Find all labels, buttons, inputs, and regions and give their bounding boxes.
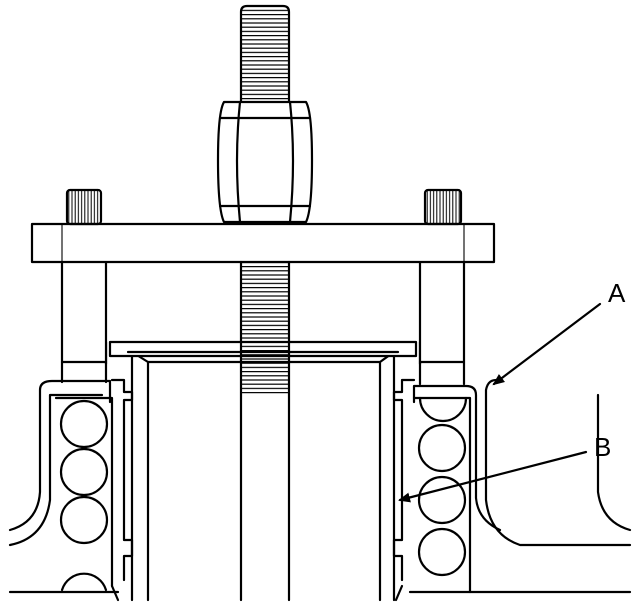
ball-right-1 <box>418 396 468 423</box>
leg-left <box>60 244 108 364</box>
center-rod <box>239 4 291 602</box>
ball-right-2 <box>417 423 467 473</box>
rod-thread-mid <box>241 262 289 394</box>
ball-right-3 <box>417 475 467 525</box>
bolt-left <box>65 188 103 226</box>
step-left <box>110 378 134 582</box>
bolt-right <box>423 188 463 226</box>
ball-left-2 <box>59 447 109 497</box>
callout-a-label: A <box>608 278 626 308</box>
edge-right <box>394 584 404 602</box>
callout-b: B <box>398 432 611 503</box>
ball-left-3 <box>59 495 109 545</box>
flange-left-outer <box>8 379 112 532</box>
callout-a-leader <box>492 302 602 386</box>
rod-thread-top <box>241 8 289 104</box>
bolt-left-knurl <box>67 190 101 224</box>
nut-facets <box>235 100 295 224</box>
bridge-bar <box>30 222 496 264</box>
ball-left-4 <box>60 572 108 592</box>
callout-b-leader <box>398 450 588 503</box>
leg-right <box>418 244 466 364</box>
hex-nut <box>216 100 314 224</box>
bridge-bolts <box>65 188 463 226</box>
callout-b-label: B <box>594 432 611 462</box>
nut-chamfers <box>218 116 312 208</box>
ball-left-1 <box>59 399 109 449</box>
flange-left-inner <box>8 393 104 547</box>
rod-top-outline <box>239 4 291 106</box>
flange-right-outer <box>484 378 632 547</box>
rod-shank <box>239 260 291 602</box>
race-right <box>408 396 472 594</box>
nut-body <box>216 100 314 224</box>
housing-assembly <box>8 378 632 602</box>
bearing-balls <box>59 396 468 592</box>
edge-left <box>110 584 120 602</box>
step-right <box>392 378 416 582</box>
flange-right-inner <box>412 384 502 532</box>
bolt-right-knurl <box>425 190 461 224</box>
flange-right-outer-low <box>596 393 632 532</box>
leg-right-foot <box>418 360 466 386</box>
race-left <box>54 396 114 588</box>
leg-left-foot <box>60 360 108 384</box>
callout-a: A <box>492 278 626 386</box>
ball-right-4 <box>417 527 467 577</box>
